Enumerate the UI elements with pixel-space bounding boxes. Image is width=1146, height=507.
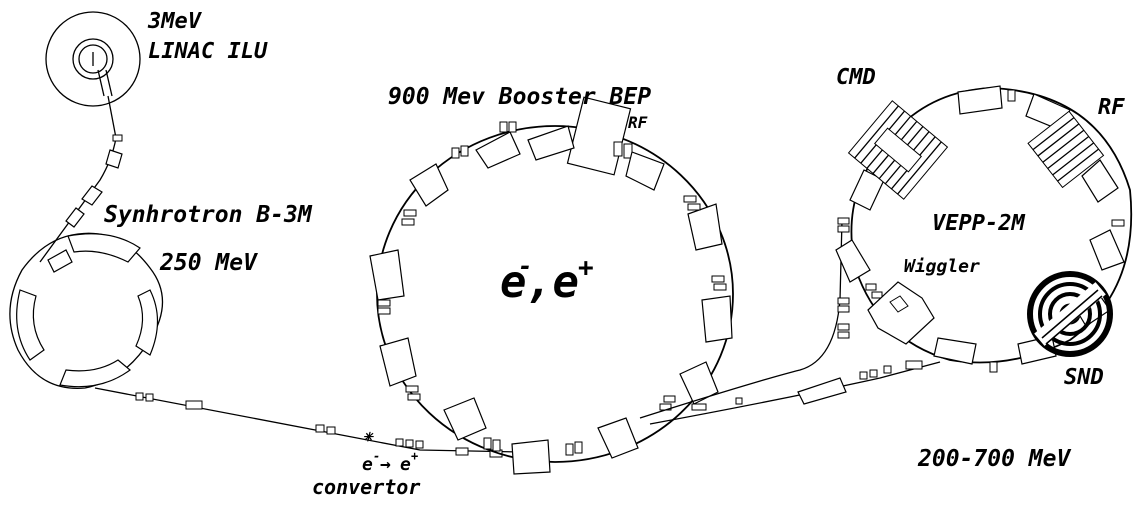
conv-plus-sign: + (411, 449, 418, 463)
particle-e-minus: e (500, 257, 527, 308)
convertor-label: convertor (312, 475, 420, 499)
cmd-label: CMD (836, 65, 876, 90)
synchrotron-b3m (9, 232, 164, 389)
linac-energy-label: 3MeV (147, 9, 203, 34)
conv-minus-sign: - (373, 449, 380, 463)
vepp-rf-label: RF (1098, 95, 1125, 120)
booster-vepp-line (639, 217, 941, 425)
conv-arrow: → (380, 454, 391, 475)
synchrotron-booster-line: ✳ (94, 387, 521, 458)
vepp-title-label: VEPP-2M (932, 211, 1025, 236)
wiggler-magnet (867, 281, 935, 345)
star-icon: ✳ (363, 426, 374, 445)
booster-particles-label: e - ,e + (500, 252, 594, 308)
vepp-rf-cavity (1027, 110, 1105, 189)
synchrotron-energy-label: 250 MeV (159, 250, 258, 276)
synchrotron-title-label: Synhrotron B-3M (104, 202, 313, 228)
booster-title-label: 900 Mev Booster BEP (388, 84, 651, 110)
wiggler-label: Wiggler (904, 256, 980, 277)
snd-label: SND (1064, 365, 1104, 390)
vepp-2m-ring (835, 85, 1133, 373)
particle-e-plus: ,e (526, 257, 579, 308)
conv-e-plus: e (400, 454, 411, 475)
linac-ilu (45, 11, 141, 107)
booster-rf-label: RF (628, 113, 648, 132)
particle-plus-sign: + (578, 253, 594, 283)
linac-name-label: LINAC ILU (148, 39, 268, 64)
vepp-energy-label: 200-700 MeV (917, 446, 1071, 472)
linac-transfer-line (39, 95, 123, 263)
conv-e-minus: e (362, 454, 373, 475)
cmd-detector (847, 100, 949, 200)
particle-minus-sign: - (518, 252, 532, 280)
snd-detector (1027, 271, 1113, 357)
booster-bep-ring (369, 96, 734, 475)
converter-label: e - → e + convertor (312, 449, 420, 499)
